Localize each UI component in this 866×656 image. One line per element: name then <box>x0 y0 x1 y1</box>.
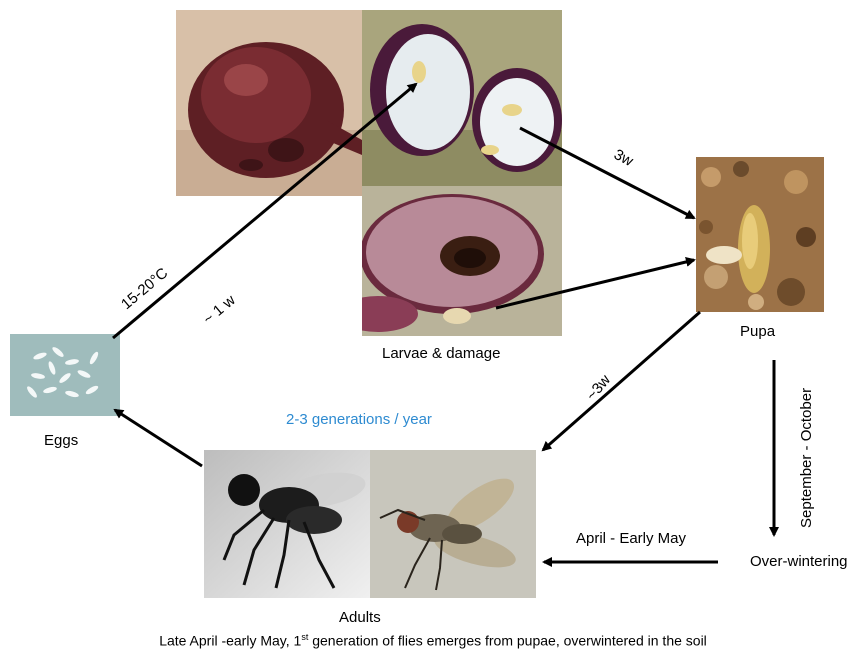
eggs-photo <box>10 334 120 416</box>
eggs-label: Eggs <box>44 432 78 449</box>
adult-fly-color-photo <box>370 450 536 598</box>
temperature-label: 15-20°C <box>118 265 171 314</box>
footer-text-before: Late April -early May, 1 <box>159 633 301 649</box>
three-w-label: 3w <box>611 146 636 170</box>
beet-damage-photo <box>362 186 562 336</box>
footer-text-after: generation of flies emerges from pupae, … <box>308 633 706 649</box>
pupa-label: Pupa <box>740 323 775 340</box>
cut-beet-larvae-photo <box>362 10 562 186</box>
april-may-label: April - Early May <box>576 530 686 547</box>
generations-label: 2-3 generations / year <box>286 411 432 428</box>
adult-fly-grey-photo <box>204 450 370 598</box>
adults-label: Adults <box>339 609 381 626</box>
september-october-label: September - October <box>798 388 815 528</box>
beet-photo <box>176 10 362 196</box>
larvae-label: Larvae & damage <box>382 345 500 362</box>
footer-caption: Late April -early May, 1st generation of… <box>0 632 866 649</box>
approx-one-week-label: ~ 1 w <box>200 292 239 328</box>
arrow-pupa-to-adults <box>543 312 700 450</box>
arrow-adults-to-eggs <box>115 410 202 466</box>
pupa-photo <box>696 157 824 312</box>
approx-three-w-label: ~3w <box>583 372 614 404</box>
over-wintering-label: Over-wintering <box>750 553 848 570</box>
